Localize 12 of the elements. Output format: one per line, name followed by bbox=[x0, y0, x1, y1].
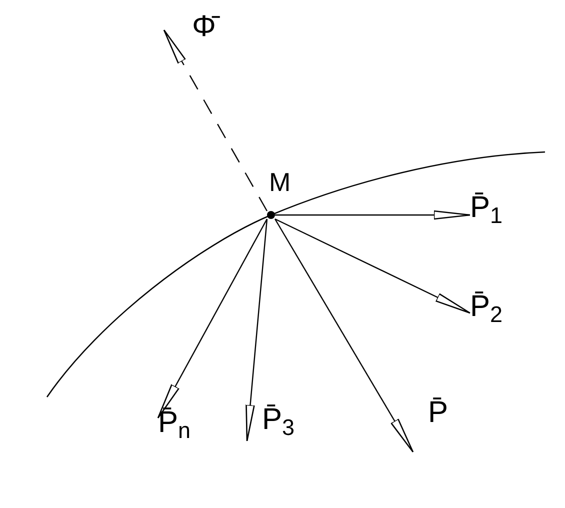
dashed-vector-arrow bbox=[163, 29, 268, 212]
vector-label: P̄$_{1}$ bbox=[470, 193, 503, 223]
vector-label: P̄$_{3}$ bbox=[262, 405, 295, 435]
vector-arrow bbox=[274, 218, 471, 314]
vector-arrow bbox=[274, 218, 414, 453]
vector-label: P̄$_{2}$ bbox=[470, 292, 503, 322]
vector-label: P̄$_{n}$ bbox=[158, 408, 191, 438]
vector-arrow bbox=[246, 218, 268, 442]
vector-arrow bbox=[275, 210, 471, 220]
point-label: M bbox=[269, 169, 291, 195]
vector-arrow bbox=[157, 218, 268, 419]
vector-label: P̄ bbox=[428, 398, 448, 428]
